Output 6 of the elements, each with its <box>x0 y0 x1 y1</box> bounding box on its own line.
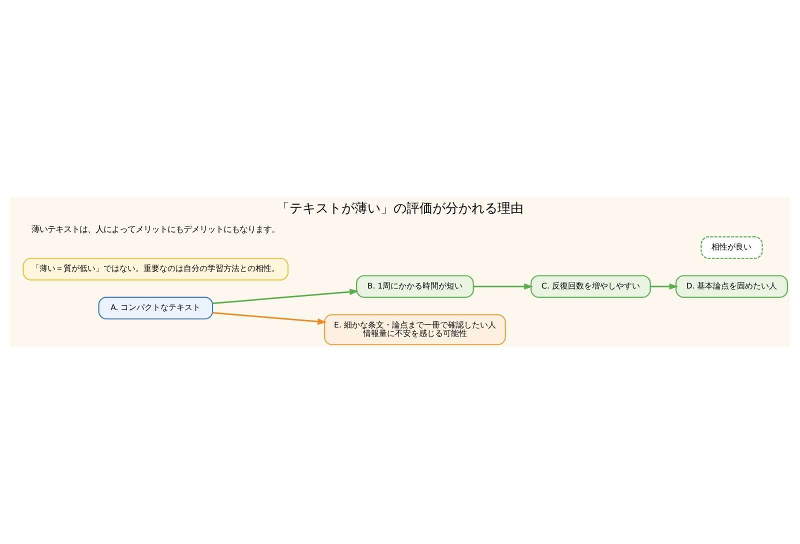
label: 薄いテキストは、人によってメリットにもデメリットにもなります。 <box>32 224 280 234</box>
arrow <box>473 283 534 290</box>
arrow <box>212 312 327 325</box>
diagram-title: 「テキストが薄い」の評価が分かれる理由 <box>276 201 524 216</box>
arrow <box>212 288 359 304</box>
arrow <box>650 283 678 290</box>
